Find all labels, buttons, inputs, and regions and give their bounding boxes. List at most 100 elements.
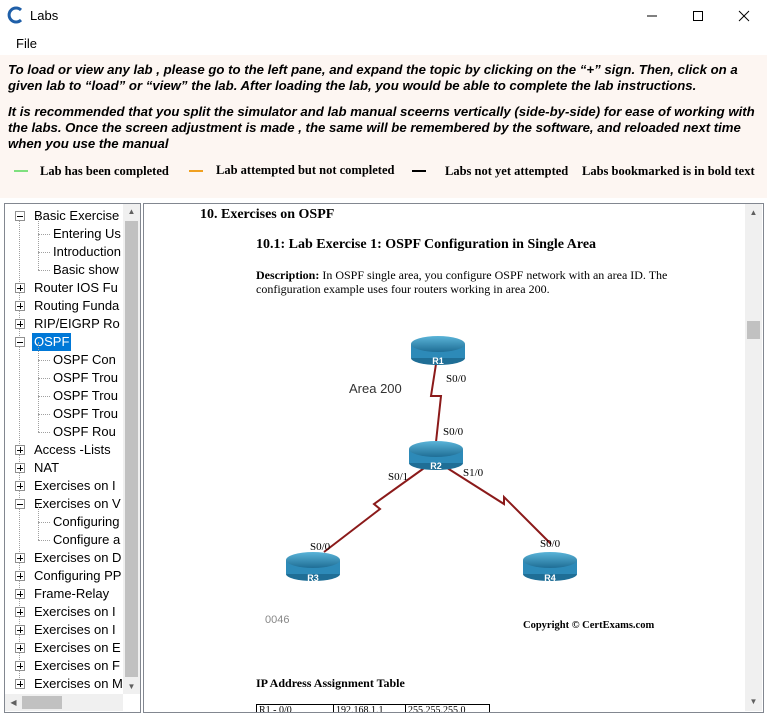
document-scroll-thumb[interactable] xyxy=(747,321,760,339)
tree-item-label: OSPF Trou xyxy=(53,370,119,385)
tree-item-label: OSPF Rou xyxy=(53,424,116,439)
tree-topic[interactable]: Basic Exercise xyxy=(5,207,123,225)
tree-topic[interactable]: Exercises on I xyxy=(5,603,123,621)
close-button[interactable] xyxy=(721,0,767,31)
tree-item-label: Introduction xyxy=(53,244,121,259)
expand-plus-icon[interactable] xyxy=(15,463,25,473)
tree-connector xyxy=(38,522,39,540)
description-text: In OSPF single area, you configure OSPF … xyxy=(256,268,668,296)
tree-lab-item[interactable]: OSPF Trou xyxy=(5,378,123,405)
tree-horizontal-scrollbar[interactable]: ◀ xyxy=(5,694,123,711)
tree-lab-item[interactable]: OSPF Trou xyxy=(5,396,123,423)
router-r3-label: R3 xyxy=(307,573,319,583)
tree-lab-item[interactable]: Configure a xyxy=(5,522,123,549)
expand-plus-icon[interactable] xyxy=(15,643,25,653)
ip-table-cell: R1 - 0/0 xyxy=(259,705,292,713)
tree-lab-item[interactable]: OSPF Rou xyxy=(5,414,123,441)
tree-connector xyxy=(38,378,50,379)
tree-topic[interactable]: Exercises on E xyxy=(5,639,123,657)
tree-lab-item[interactable]: Configuring xyxy=(5,504,123,531)
tree-connector xyxy=(38,270,50,271)
tree-topic[interactable]: Exercises on F xyxy=(5,657,123,675)
tree-item-label: Exercises on I xyxy=(34,622,116,637)
tree-lab-item[interactable]: OSPF Con xyxy=(5,342,123,369)
tree-topic[interactable]: Exercises on I xyxy=(5,477,123,495)
figure-id: 0046 xyxy=(265,614,289,626)
tree-hscroll-thumb[interactable] xyxy=(22,696,62,709)
doc-scroll-up-icon[interactable]: ▲ xyxy=(749,208,758,217)
scroll-up-icon[interactable]: ▲ xyxy=(127,207,136,216)
router-r4-label: R4 xyxy=(544,573,556,583)
menu-file[interactable]: File xyxy=(16,36,37,51)
tree-topic[interactable]: Routing Funda xyxy=(5,297,123,315)
r2-s01-label: S0/1 xyxy=(388,471,408,483)
tree-topic[interactable]: Frame-Relay xyxy=(5,585,123,603)
tree-topic[interactable]: Access -Lists xyxy=(5,441,123,459)
description-label: Description: xyxy=(256,268,320,282)
minimize-button[interactable] xyxy=(629,0,675,31)
tree-topic[interactable]: OSPF xyxy=(5,333,123,351)
expand-plus-icon[interactable] xyxy=(15,301,25,311)
link-r2-r3 xyxy=(323,465,428,553)
ip-table-row: R1 - 0/0 192.168.1.1 255.255.255.0 xyxy=(256,704,490,713)
title-bar[interactable]: Labs xyxy=(0,0,767,31)
expand-plus-icon[interactable] xyxy=(15,661,25,671)
legend-bookmarked: Labs bookmarked is in bold text xyxy=(582,164,755,178)
expand-plus-icon[interactable] xyxy=(15,571,25,581)
legend-not-attempted-swatch xyxy=(412,170,426,172)
collapse-minus-icon[interactable] xyxy=(15,499,25,509)
tree-lab-item[interactable]: Introduction xyxy=(5,234,123,261)
tree-topic[interactable]: Exercises on D xyxy=(5,549,123,567)
app-logo-icon xyxy=(7,6,23,24)
tree-topic[interactable]: RIP/EIGRP Ro xyxy=(5,315,123,333)
expand-plus-icon[interactable] xyxy=(15,589,25,599)
tree-connector xyxy=(38,360,50,361)
tree-topic[interactable]: Exercises on V xyxy=(5,495,123,513)
legend-completed-swatch xyxy=(14,170,28,172)
tree-topic[interactable]: Configuring PP xyxy=(5,567,123,585)
router-r1-label: R1 xyxy=(432,356,444,366)
tree-topic[interactable]: NAT xyxy=(5,459,123,477)
expand-plus-icon[interactable] xyxy=(15,283,25,293)
tree-connector xyxy=(38,396,50,397)
router-r4-icon: R4 xyxy=(523,552,577,583)
tree-lab-item[interactable]: Basic show xyxy=(5,252,123,279)
maximize-button[interactable] xyxy=(675,0,721,31)
lab-manual-viewer[interactable]: 10. Exercises on OSPF 10.1: Lab Exercise… xyxy=(143,203,764,713)
collapse-minus-icon[interactable] xyxy=(15,337,25,347)
copyright-text: Copyright © CertExams.com xyxy=(523,620,654,631)
tree-item-label: Entering Us xyxy=(53,226,121,241)
expand-plus-icon[interactable] xyxy=(15,445,25,455)
tree-item-label: Basic Exercise xyxy=(34,208,120,223)
tree-connector xyxy=(38,342,39,360)
instructions-panel xyxy=(0,55,767,198)
expand-plus-icon[interactable] xyxy=(15,481,25,491)
tree-lab-item[interactable]: Entering Us xyxy=(5,216,123,243)
tree-lab-item[interactable]: OSPF Trou xyxy=(5,360,123,387)
doc-scroll-down-icon[interactable]: ▼ xyxy=(749,697,758,706)
expand-plus-icon[interactable] xyxy=(15,319,25,329)
document-vertical-scrollbar[interactable]: ▲ ▼ xyxy=(745,204,762,711)
tree-topic[interactable]: Exercises on I xyxy=(5,621,123,639)
tree-connector xyxy=(38,252,50,253)
r2-s00-label: S0/0 xyxy=(443,426,464,438)
tree-topic[interactable]: Router IOS Fu xyxy=(5,279,123,297)
expand-plus-icon[interactable] xyxy=(15,679,25,689)
tree-item-label: OSPF Trou xyxy=(53,406,119,421)
tree-topic[interactable]: Exercises on M xyxy=(5,675,123,693)
expand-plus-icon[interactable] xyxy=(15,625,25,635)
tree-connector xyxy=(38,504,39,522)
tree-vertical-scrollbar[interactable]: ▲ ▼ xyxy=(123,204,140,694)
collapse-minus-icon[interactable] xyxy=(15,211,25,221)
tree-connector xyxy=(38,414,50,415)
tree-item-label: NAT xyxy=(34,460,60,475)
scroll-left-icon[interactable]: ◀ xyxy=(10,698,17,707)
scroll-down-icon[interactable]: ▼ xyxy=(127,682,136,691)
tree-connector xyxy=(38,540,50,541)
tree-item-label: OSPF Trou xyxy=(53,388,119,403)
expand-plus-icon[interactable] xyxy=(15,553,25,563)
lab-description: Description: In OSPF single area, you co… xyxy=(256,268,676,296)
tree-scroll-thumb[interactable] xyxy=(125,221,138,677)
expand-plus-icon[interactable] xyxy=(15,607,25,617)
